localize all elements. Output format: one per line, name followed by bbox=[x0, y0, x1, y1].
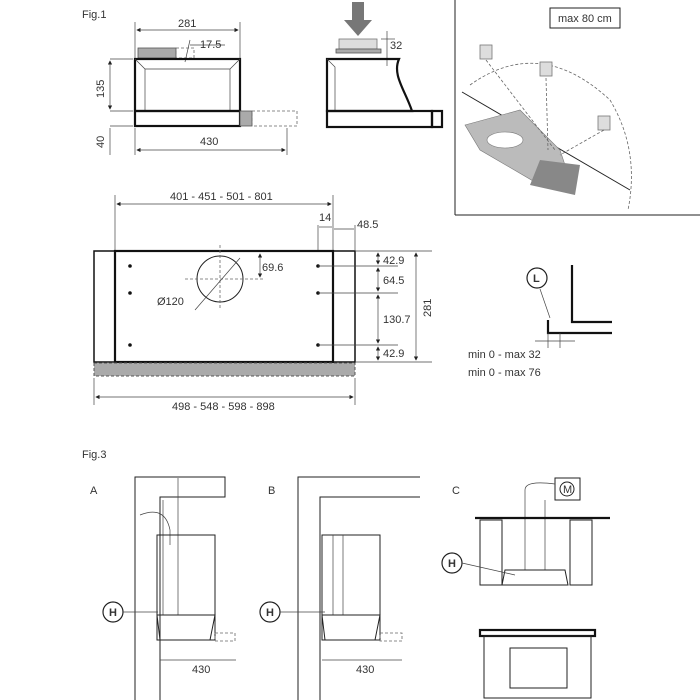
panel-a-marker: H bbox=[109, 607, 117, 619]
depth-label: 281 bbox=[422, 299, 434, 317]
motor-marker: M bbox=[563, 484, 572, 496]
min-max-2-label: min 0 - max 76 bbox=[468, 367, 541, 379]
spacing-bottom-label: 42.9 bbox=[383, 348, 404, 360]
side-bottom-label: 40 bbox=[95, 136, 107, 148]
inner-width-label: 401 - 451 - 501 - 801 bbox=[170, 191, 273, 203]
side-height-label: 135 bbox=[95, 80, 107, 98]
spacing-top-label: 42.9 bbox=[383, 255, 404, 267]
min-max-1-label: min 0 - max 32 bbox=[468, 349, 541, 361]
hole-diameter-label: Ø120 bbox=[157, 296, 184, 308]
panel-a-depth: 430 bbox=[192, 664, 210, 676]
panel-b: B H 430 bbox=[259, 476, 420, 700]
bottom-view: 401 - 451 - 501 - 801 14 48.5 Ø120 69.6 … bbox=[93, 191, 434, 413]
edge2-label: 48.5 bbox=[357, 219, 378, 231]
front-view: 32 bbox=[325, 2, 444, 129]
fig1-title: Fig.1 bbox=[82, 9, 106, 21]
panel-b-depth: 430 bbox=[356, 664, 374, 676]
max-distance-label: max 80 cm bbox=[558, 13, 612, 25]
panel-b-label: B bbox=[268, 485, 275, 497]
outer-width-label: 498 - 548 - 598 - 898 bbox=[172, 401, 275, 413]
panel-c: C M H bbox=[441, 477, 610, 699]
panel-a: A H 430 bbox=[90, 476, 236, 700]
side-width-label: 281 bbox=[178, 18, 196, 30]
down-arrow-icon bbox=[344, 20, 372, 36]
fig3-title: Fig.3 bbox=[82, 449, 106, 461]
hole-offset-label: 69.6 bbox=[262, 262, 283, 274]
wall-view: max 80 cm bbox=[454, 0, 700, 216]
panel-a-label: A bbox=[90, 485, 98, 497]
panel-c-marker: H bbox=[448, 558, 456, 570]
side-view: 281 17.5 135 40 430 bbox=[95, 18, 298, 155]
side-depth-label: 430 bbox=[200, 136, 218, 148]
detail-l: L min 0 - max 32 min 0 - max 76 bbox=[468, 265, 612, 379]
spacing-mid-label: 64.5 bbox=[383, 275, 404, 287]
front-gap-label: 32 bbox=[390, 40, 402, 52]
panel-b-marker: H bbox=[266, 607, 274, 619]
panel-c-label: C bbox=[452, 485, 460, 497]
edge1-label: 14 bbox=[319, 212, 331, 224]
spacing-large-label: 130.7 bbox=[383, 314, 411, 326]
side-offset-label: 17.5 bbox=[200, 39, 221, 51]
detail-l-marker: L bbox=[533, 273, 540, 285]
